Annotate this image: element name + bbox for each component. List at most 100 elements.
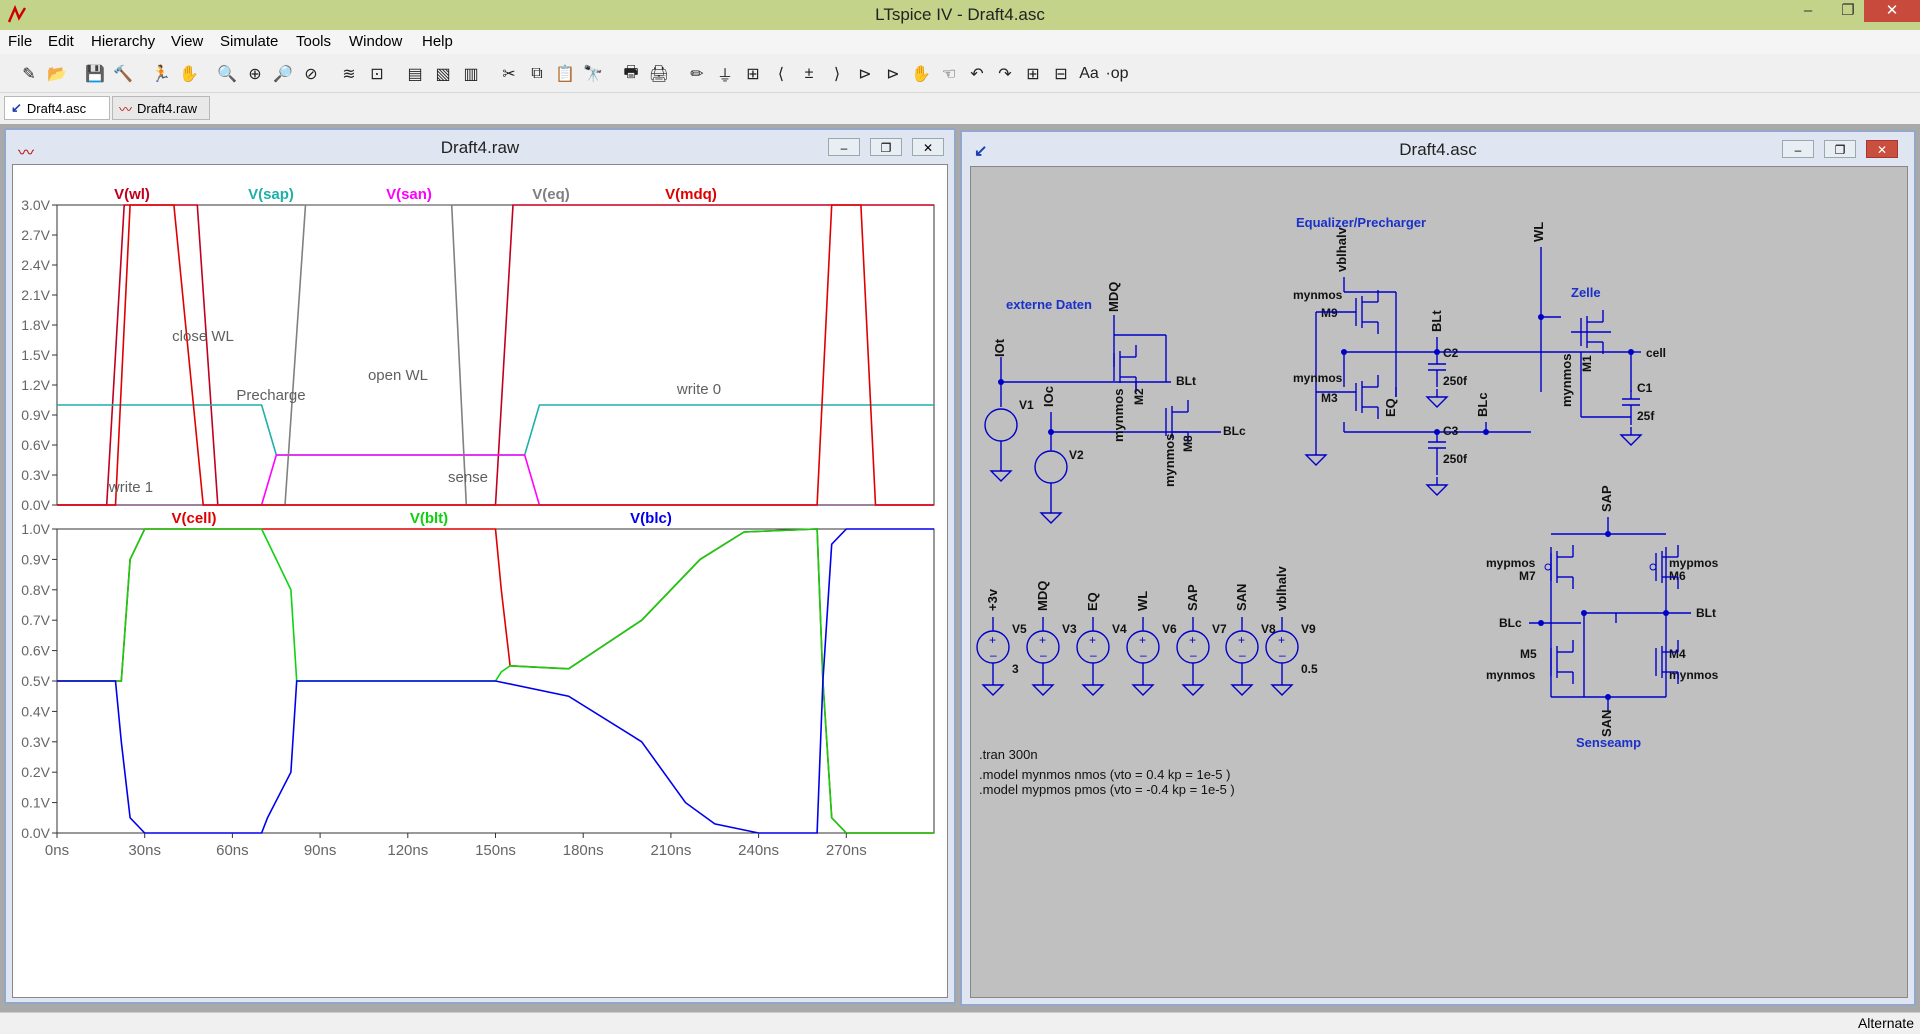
resistor-icon[interactable]: ⟨	[777, 66, 785, 83]
copy-icon[interactable]: ⧉	[531, 65, 543, 82]
menu-file[interactable]: File	[8, 33, 33, 50]
autorange-icon[interactable]: ≋	[342, 66, 356, 83]
schematic-text: +	[989, 633, 996, 647]
waveform-plot[interactable]: 3.0V2.7V2.4V2.1V1.8V1.5V1.2V0.9V0.6V0.3V…	[13, 165, 947, 997]
cascade-icon[interactable]: ▧	[435, 66, 451, 83]
control-panel-icon[interactable]: 🔨	[113, 66, 133, 83]
close-button[interactable]: ✕	[1864, 0, 1920, 22]
schematic-text: C3	[1443, 424, 1459, 438]
save-icon[interactable]: 💾	[85, 66, 105, 83]
junction-dot	[1434, 349, 1440, 355]
menu-simulate[interactable]: Simulate	[220, 33, 279, 50]
rotate-icon[interactable]: ⊞	[1026, 66, 1040, 83]
capacitor-icon[interactable]: ±	[804, 65, 814, 82]
menu-tools[interactable]: Tools	[296, 33, 332, 50]
spice-directive-icon[interactable]: ·op	[1105, 65, 1129, 82]
open-icon[interactable]: 📂	[47, 66, 67, 83]
paste-icon[interactable]: 📋	[555, 66, 575, 83]
child-close-button[interactable]: ✕	[1866, 140, 1898, 158]
ground-icon[interactable]: ⏚	[716, 68, 733, 85]
label-net-icon[interactable]: ⊞	[746, 66, 760, 83]
schematic-text: EQ	[1085, 592, 1100, 611]
y-tick-label: 0.5V	[21, 673, 50, 689]
move-icon[interactable]: ✋	[911, 66, 931, 83]
drag-icon[interactable]: ☜	[941, 66, 957, 83]
menu-view[interactable]: View	[171, 33, 204, 50]
ground-symbol	[1270, 684, 1294, 696]
ground-symbol	[1230, 684, 1254, 696]
schematic-text: Zelle	[1571, 285, 1601, 300]
schematic-drawing[interactable]: externe DatenEqualizer/PrechargerZelleSe…	[971, 167, 1907, 997]
schematic-text: M3	[1321, 391, 1338, 405]
schematic-text: vblhalv	[1334, 226, 1349, 272]
print-preview-icon[interactable]: 🖶	[623, 63, 639, 81]
menu-help[interactable]: Help	[422, 33, 453, 50]
undo-icon[interactable]: ↶	[970, 66, 984, 83]
x-tick-label: 0ns	[45, 842, 69, 859]
tab-draft4-asc[interactable]: ↙ Draft4.asc	[4, 96, 110, 120]
schematic-text: BLc	[1223, 424, 1246, 438]
schematic-text: M5	[1520, 647, 1537, 661]
zoom-pan-icon[interactable]: ⊕	[248, 66, 262, 83]
schematic-text: –	[1239, 648, 1246, 662]
diode-icon[interactable]: ⊳	[858, 66, 872, 83]
menu-hierarchy[interactable]: Hierarchy	[91, 33, 156, 50]
tile-horizontal-icon[interactable]: ▤	[407, 66, 423, 83]
schematic-text: mynmos	[1111, 389, 1126, 442]
x-tick-label: 30ns	[128, 842, 161, 859]
inductor-icon[interactable]: ⟩	[833, 66, 841, 83]
legend-vwl: V(wl)	[114, 186, 150, 203]
cut-icon[interactable]: ✂	[502, 66, 516, 83]
schematic-text: +3v	[985, 588, 1000, 611]
child-restore-button[interactable]: ❐	[870, 138, 902, 156]
delete-plot-icon[interactable]: ⊡	[370, 66, 384, 83]
schematic-text: mynmos	[1162, 434, 1177, 487]
x-tick-label: 210ns	[650, 842, 691, 859]
draw-wire-icon[interactable]: ✏	[690, 66, 704, 83]
print-icon[interactable]: 🖨	[648, 66, 670, 83]
waveform-icon: 〰	[119, 101, 133, 117]
schematic-text: M2	[1132, 388, 1146, 405]
child-close-button[interactable]: ✕	[912, 138, 944, 156]
y-tick-label: 0.3V	[21, 467, 50, 483]
child-restore-button[interactable]: ❐	[1824, 140, 1856, 158]
zoom-out-icon[interactable]: 🔎	[273, 66, 293, 83]
zoom-cancel-icon[interactable]: ⊘	[304, 66, 318, 83]
schematic-text: –	[1040, 648, 1047, 662]
tab-draft4-raw[interactable]: 〰 Draft4.raw	[112, 96, 210, 120]
child-minimize-button[interactable]: –	[828, 138, 860, 156]
y-tick-label: 1.5V	[21, 347, 50, 363]
new-schematic-icon[interactable]: ✎	[22, 66, 36, 83]
schematic-text: M9	[1321, 306, 1338, 320]
maximize-button[interactable]: ❐	[1841, 2, 1855, 19]
zoom-in-icon[interactable]: 🔍	[217, 66, 237, 83]
mirror-icon[interactable]: ⊟	[1054, 66, 1068, 83]
halt-icon[interactable]: ✋	[179, 66, 199, 83]
y-tick-label: 3.0V	[21, 197, 50, 213]
redo-icon[interactable]: ↷	[998, 66, 1012, 83]
y-tick-label: 0.6V	[21, 643, 50, 659]
y-tick-label: 0.0V	[21, 825, 50, 841]
annotation-label: write 0	[676, 381, 721, 398]
component-icon[interactable]: ⊳	[886, 66, 900, 83]
text-icon[interactable]: Aa	[1079, 65, 1099, 82]
run-icon[interactable]: 🏃	[151, 66, 171, 83]
tile-vertical-icon[interactable]: ▥	[463, 66, 479, 83]
x-tick-label: 240ns	[738, 842, 779, 859]
schematic-text: BLt	[1696, 606, 1716, 620]
minimize-button[interactable]: –	[1803, 2, 1813, 19]
schematic-text: –	[1140, 648, 1147, 662]
schematic-text: mynmos	[1486, 668, 1536, 682]
menu-window[interactable]: Window	[349, 33, 403, 50]
find-icon[interactable]: 🔭	[583, 66, 603, 83]
x-tick-label: 90ns	[304, 842, 337, 859]
schematic-text: mypmos	[1669, 556, 1719, 570]
schematic-text: M4	[1669, 647, 1686, 661]
schematic-text: M7	[1519, 569, 1536, 583]
menu-edit[interactable]: Edit	[48, 33, 74, 50]
child-minimize-button[interactable]: –	[1782, 140, 1814, 158]
y-tick-label: 0.7V	[21, 612, 50, 628]
junction-dot	[1538, 620, 1544, 626]
